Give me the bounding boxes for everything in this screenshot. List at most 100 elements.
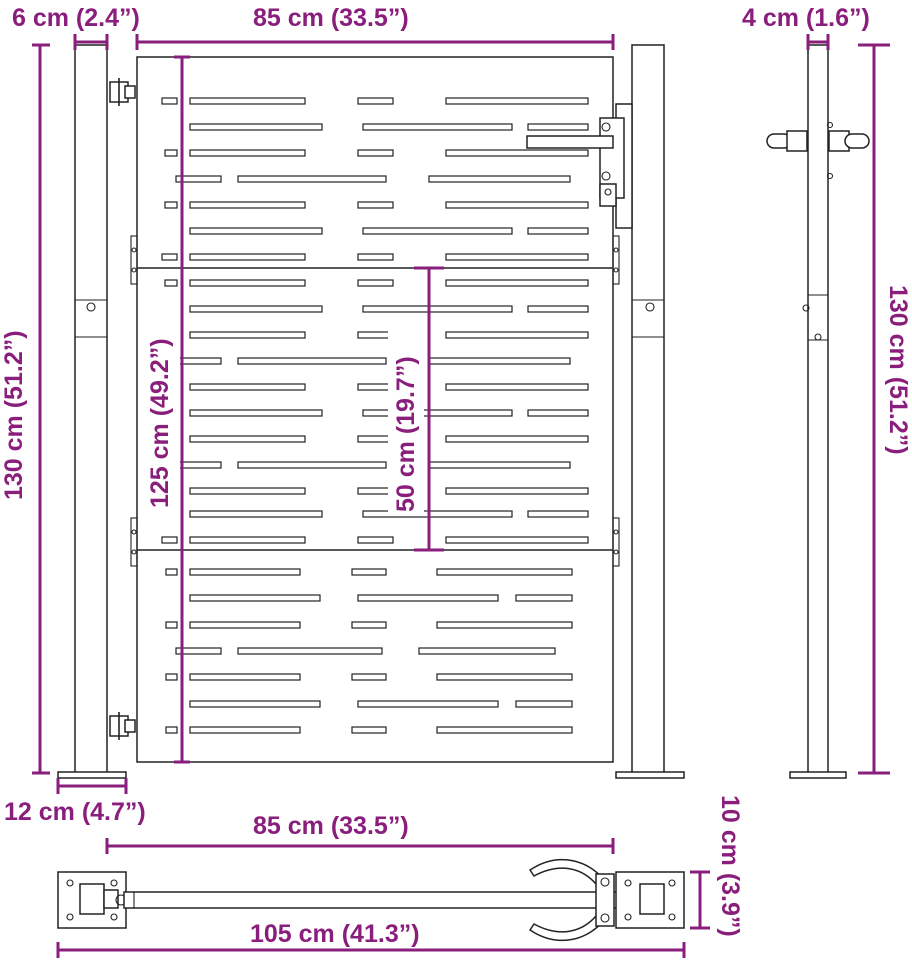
dim-right-height: 130 cm (51.2”): [858, 43, 912, 775]
slot: [527, 510, 589, 518]
slot: [357, 700, 499, 708]
slot: [351, 673, 387, 681]
slot: [357, 331, 394, 339]
slot: [161, 253, 178, 261]
slot: [175, 175, 222, 183]
label-section-height: 50 cm (19.7”): [392, 356, 420, 512]
slot: [362, 510, 513, 518]
slot: [164, 149, 178, 157]
front-view: [57, 44, 685, 779]
slot: [527, 305, 589, 313]
dim-top-width: 85 cm (33.5”): [105, 812, 615, 854]
dim-gate-width: 85 cm (33.5”): [135, 4, 615, 50]
slot: [515, 700, 573, 708]
label-post-width: 6 cm (2.4”): [12, 4, 140, 32]
slot: [357, 594, 499, 602]
slot: [189, 383, 306, 391]
side-post: [807, 44, 829, 774]
slot: [189, 594, 321, 602]
slot: [445, 536, 589, 544]
slot: [175, 647, 222, 655]
dim-base-plate: 12 cm (4.7”): [4, 778, 146, 826]
slot: [445, 383, 589, 391]
dim-left-height: 130 cm (51.2”): [0, 43, 50, 775]
dim-section-height: 50 cm (19.7”): [388, 266, 444, 552]
label-plate-depth: 10 cm (3.9”): [716, 795, 744, 937]
dim-plate-depth: 10 cm (3.9”): [690, 795, 744, 937]
slot: [445, 435, 589, 443]
slot: [165, 568, 178, 576]
slot: [189, 305, 323, 313]
slot: [445, 331, 589, 339]
hinge-top: [109, 78, 136, 106]
slot: [189, 673, 301, 681]
slot: [189, 487, 306, 495]
slot: [189, 97, 306, 105]
slot: [445, 279, 589, 287]
slot: [165, 621, 178, 629]
slot: [445, 253, 589, 261]
slot: [357, 487, 394, 495]
slot: [164, 279, 178, 287]
slot: [189, 700, 321, 708]
slot: [527, 227, 589, 235]
slot: [357, 279, 394, 287]
slot: [237, 175, 387, 183]
label-post-depth: 4 cm (1.6”): [742, 4, 870, 32]
slot: [357, 536, 394, 544]
dim-gate-height: 125 cm (49.2”): [140, 55, 190, 764]
slot: [189, 253, 306, 261]
slot: [189, 510, 323, 518]
slot: [515, 594, 573, 602]
slot: [189, 149, 306, 157]
slot: [357, 253, 394, 261]
slot: [351, 568, 387, 576]
slot: [362, 409, 513, 417]
top-view: [57, 858, 685, 942]
slot: [165, 673, 178, 681]
slot: [237, 357, 387, 365]
slot: [362, 227, 513, 235]
dim-post-depth: 4 cm (1.6”): [742, 4, 870, 50]
slot: [164, 201, 178, 209]
slot: [357, 149, 394, 157]
slot: [189, 536, 306, 544]
label-overall-width: 105 cm (41.3”): [250, 920, 420, 948]
slot: [165, 726, 178, 734]
slot: [436, 726, 573, 734]
slot: [527, 123, 589, 131]
slot: [189, 435, 306, 443]
slot: [189, 409, 323, 417]
slot: [357, 435, 394, 443]
slot: [237, 647, 383, 655]
label-top-width: 85 cm (33.5”): [253, 812, 409, 840]
slot: [357, 97, 394, 105]
top-bar: [123, 891, 619, 909]
slot: [428, 175, 571, 183]
slot: [436, 673, 573, 681]
top-handles: [528, 858, 615, 942]
slot: [189, 279, 306, 287]
slot: [161, 97, 178, 105]
slot: [428, 357, 571, 365]
slot: [357, 383, 394, 391]
left-base-plate: [57, 771, 127, 779]
left-post: [74, 44, 108, 774]
slot: [362, 305, 513, 313]
slot: [351, 621, 387, 629]
slot: [445, 201, 589, 209]
slot: [362, 123, 513, 131]
slot: [445, 149, 589, 157]
slot: [351, 726, 387, 734]
label-gate-width: 85 cm (33.5”): [253, 4, 409, 32]
slot: [445, 97, 589, 105]
slot: [357, 201, 394, 209]
slot: [189, 621, 301, 629]
slot: [189, 123, 323, 131]
slot: [445, 487, 589, 495]
slot: [189, 568, 301, 576]
slot: [436, 621, 573, 629]
slot: [428, 461, 571, 469]
slot: [527, 409, 589, 417]
slot: [436, 568, 573, 576]
